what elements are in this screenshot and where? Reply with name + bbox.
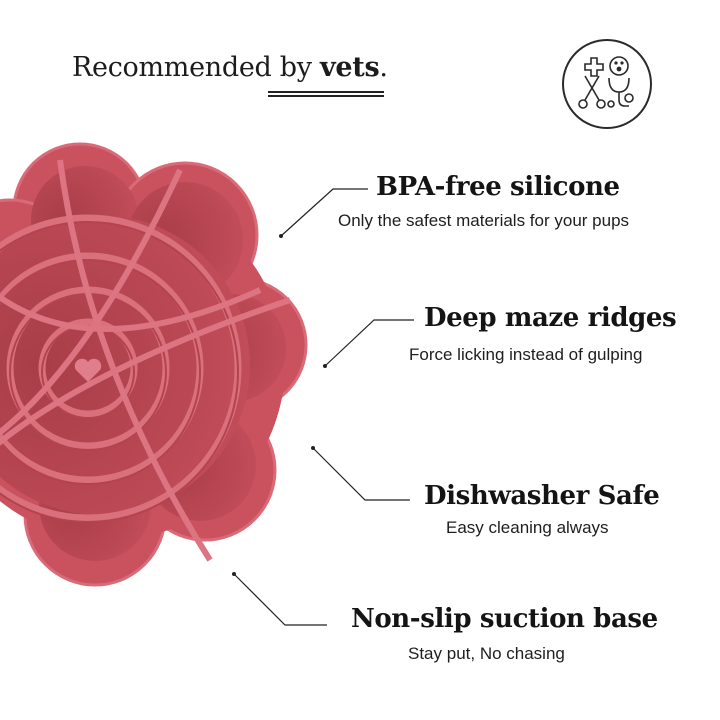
feature-subtitle-dishwasher-safe: Easy cleaning always [446,518,609,537]
feature-title-suction-base: Non-slip suction base [351,604,658,634]
feature-subtitle-bpa-free: Only the safest materials for your pups [338,211,630,230]
feature-title-maze-ridges: Deep maze ridges [424,303,677,333]
headline-double-underline [268,91,384,97]
headline-emphasis: vets [320,52,380,83]
headline-prefix: Recommended by [72,52,321,83]
veterinary-tools-icon [561,38,653,130]
headline-suffix: . [379,52,388,83]
feature-subtitle-maze-ridges: Force licking instead of gulping [409,345,643,364]
headline: Recommended by vets. [72,52,388,83]
flower-slow-feeder-bowl [0,140,310,600]
feature-subtitle-suction-base: Stay put, No chasing [408,644,565,663]
feature-title-dishwasher-safe: Dishwasher Safe [424,481,660,511]
feature-title-bpa-free: BPA-free silicone [376,172,620,202]
